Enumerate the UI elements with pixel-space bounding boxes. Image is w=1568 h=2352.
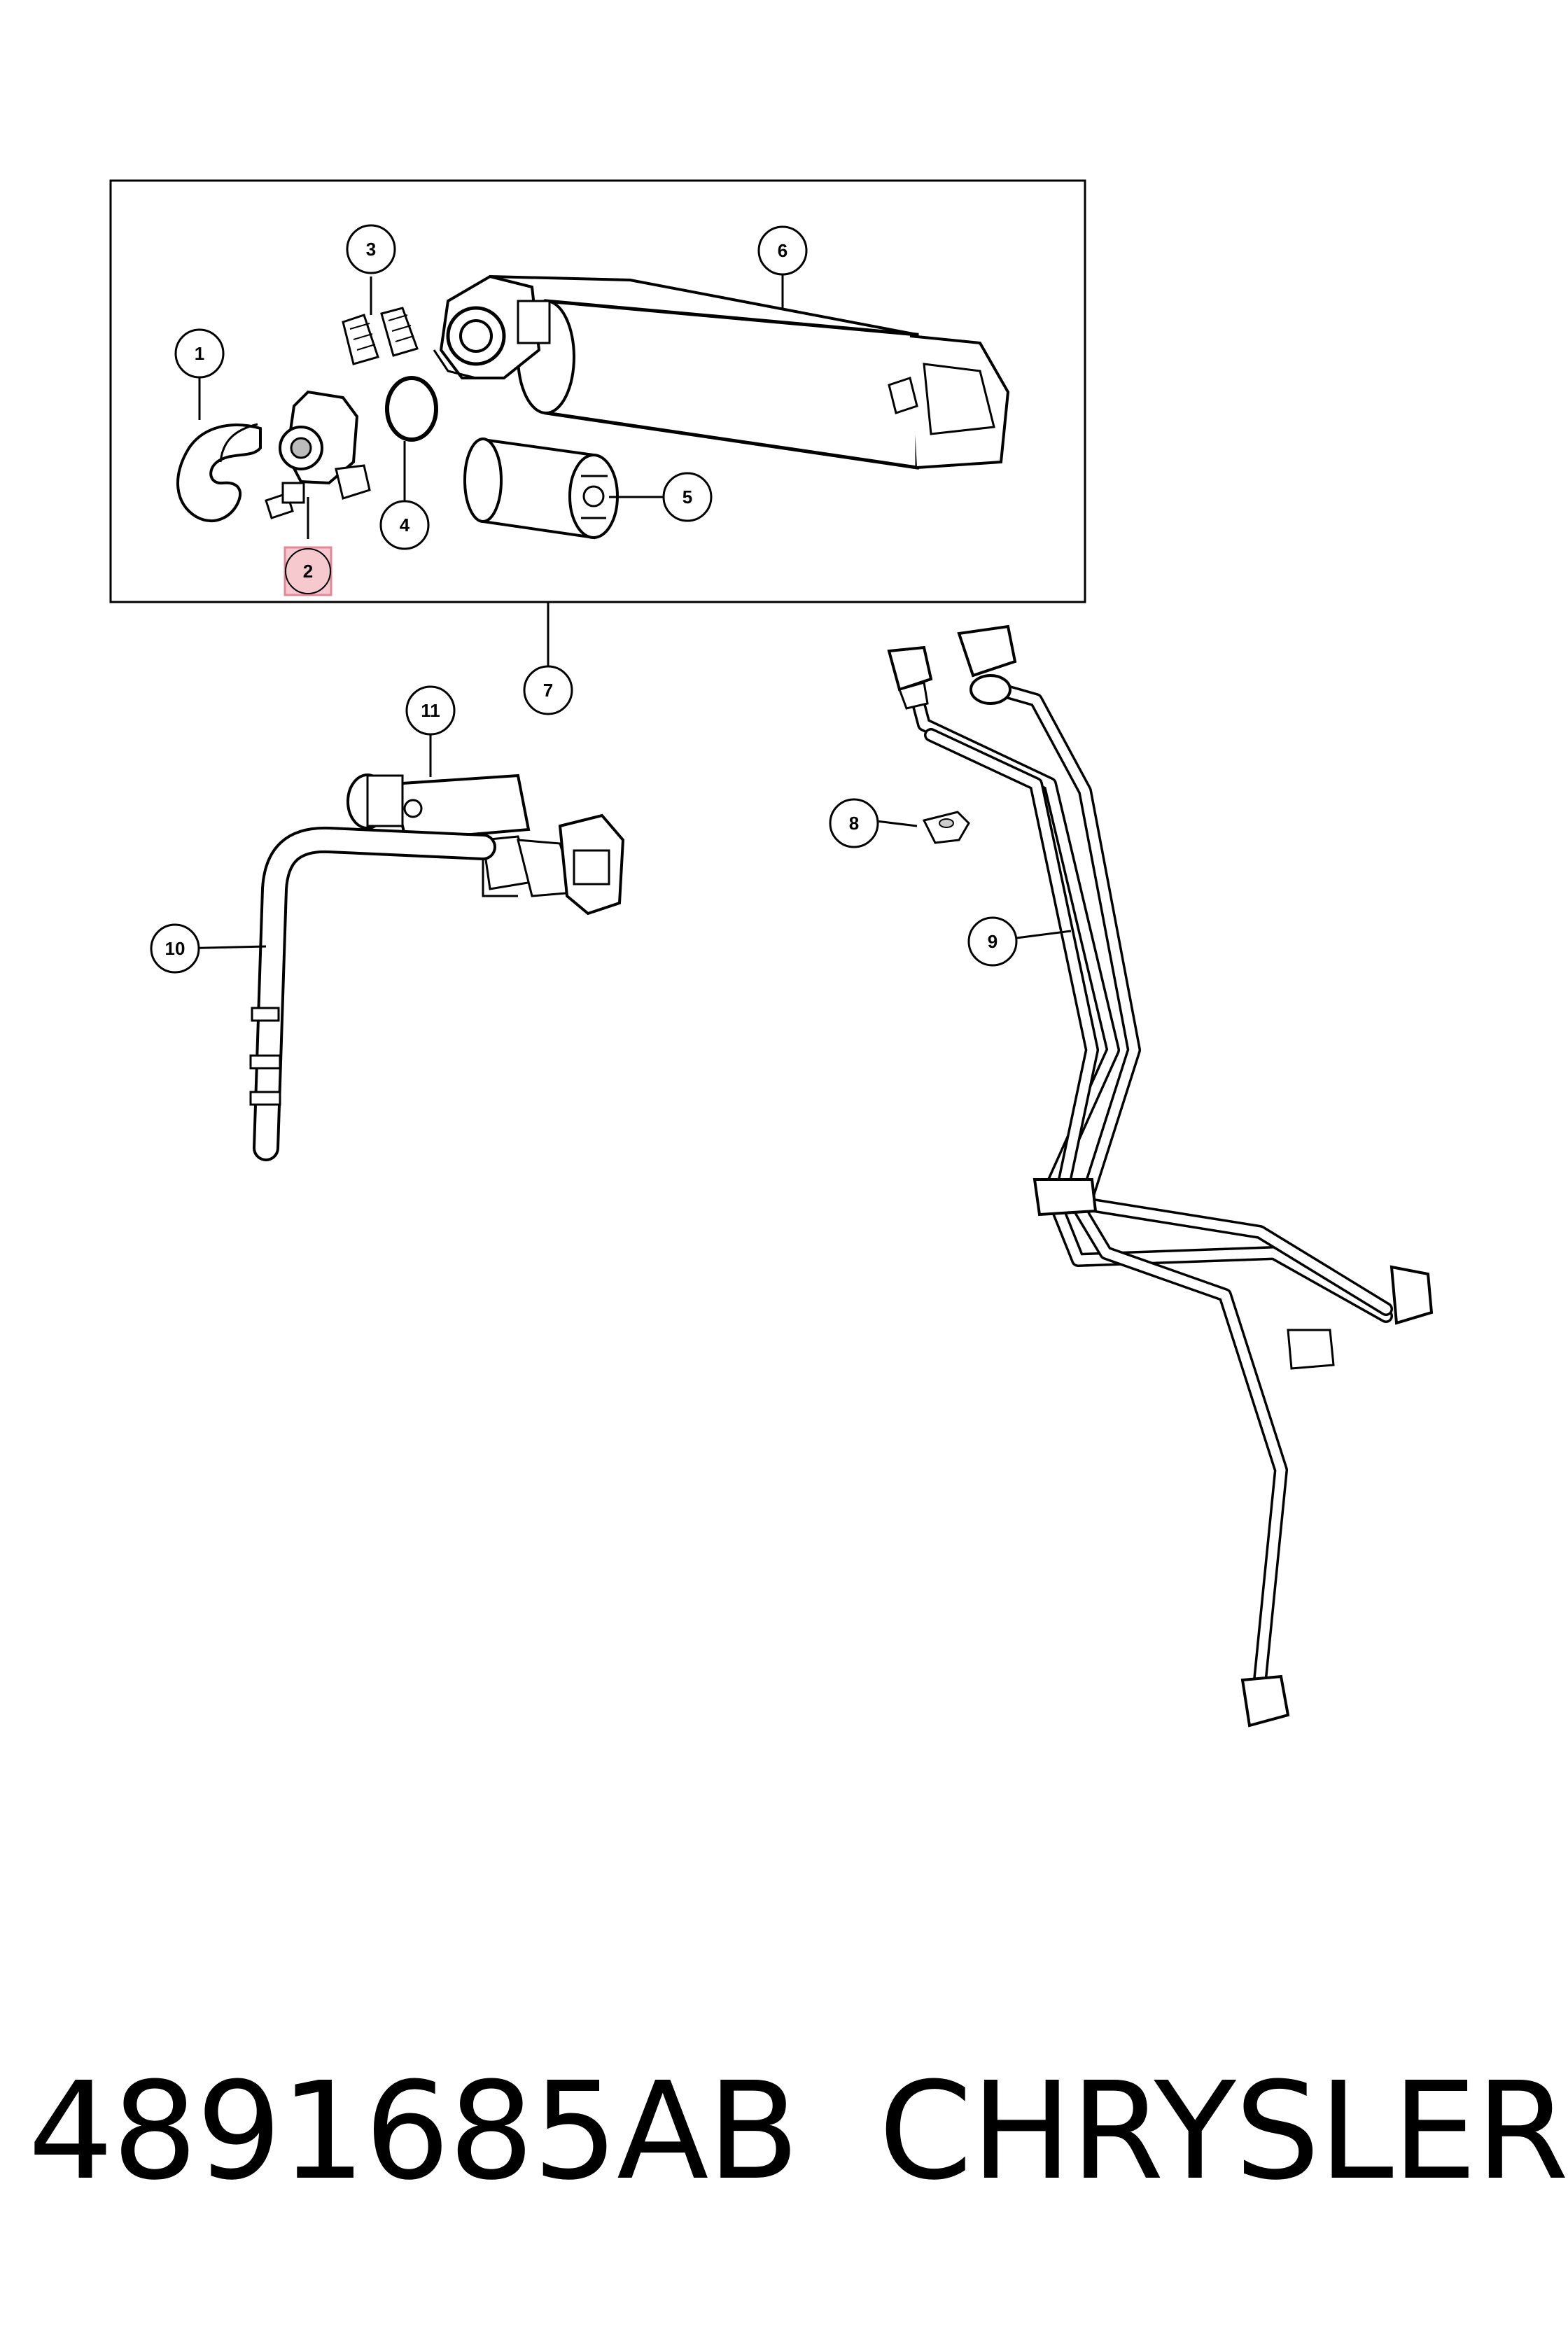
- callout-9[interactable]: 9: [967, 916, 1018, 967]
- assembly-box: [109, 179, 1086, 603]
- part-number: 4891685AB: [28, 2054, 799, 2210]
- svg-text:4: 4: [400, 514, 410, 536]
- callout-5[interactable]: 5: [662, 472, 713, 522]
- svg-text:7: 7: [543, 680, 553, 701]
- svg-text:6: 6: [778, 240, 788, 261]
- svg-text:5: 5: [682, 486, 692, 507]
- svg-text:11: 11: [421, 700, 440, 721]
- harness-part-9: [899, 651, 1393, 1687]
- callout-2[interactable]: 2: [284, 546, 332, 596]
- svg-text:8: 8: [849, 813, 859, 834]
- valve-part-11: [346, 774, 625, 916]
- svg-text:1: 1: [195, 343, 204, 364]
- part-number-caption: 4891685AB CHRYSLER: [28, 2065, 1568, 2199]
- callout-10[interactable]: 10: [150, 923, 200, 974]
- callout-7[interactable]: 7: [523, 665, 573, 715]
- canister-part-6: [433, 274, 1010, 470]
- callout-3[interactable]: 3: [346, 224, 396, 274]
- oring-part-4: [385, 376, 438, 442]
- callout-1[interactable]: 1: [174, 328, 225, 379]
- nut-part-8: [922, 811, 970, 844]
- callout-6[interactable]: 6: [757, 225, 808, 276]
- svg-text:9: 9: [988, 931, 997, 952]
- callout-4[interactable]: 4: [379, 500, 430, 550]
- brand-name: CHRYSLER: [878, 2054, 1568, 2210]
- valve-part-2: [265, 390, 371, 519]
- svg-text:10: 10: [165, 938, 186, 959]
- callout-11[interactable]: 11: [405, 685, 456, 736]
- clips-part-3: [342, 307, 419, 365]
- filter-part-5: [463, 438, 619, 540]
- svg-text:3: 3: [366, 239, 376, 260]
- tube-part-10: [249, 826, 496, 1161]
- harness-connectors: [887, 624, 1434, 1728]
- hose-part-1: [176, 423, 262, 522]
- svg-text:2: 2: [303, 561, 313, 582]
- callout-8[interactable]: 8: [829, 798, 879, 848]
